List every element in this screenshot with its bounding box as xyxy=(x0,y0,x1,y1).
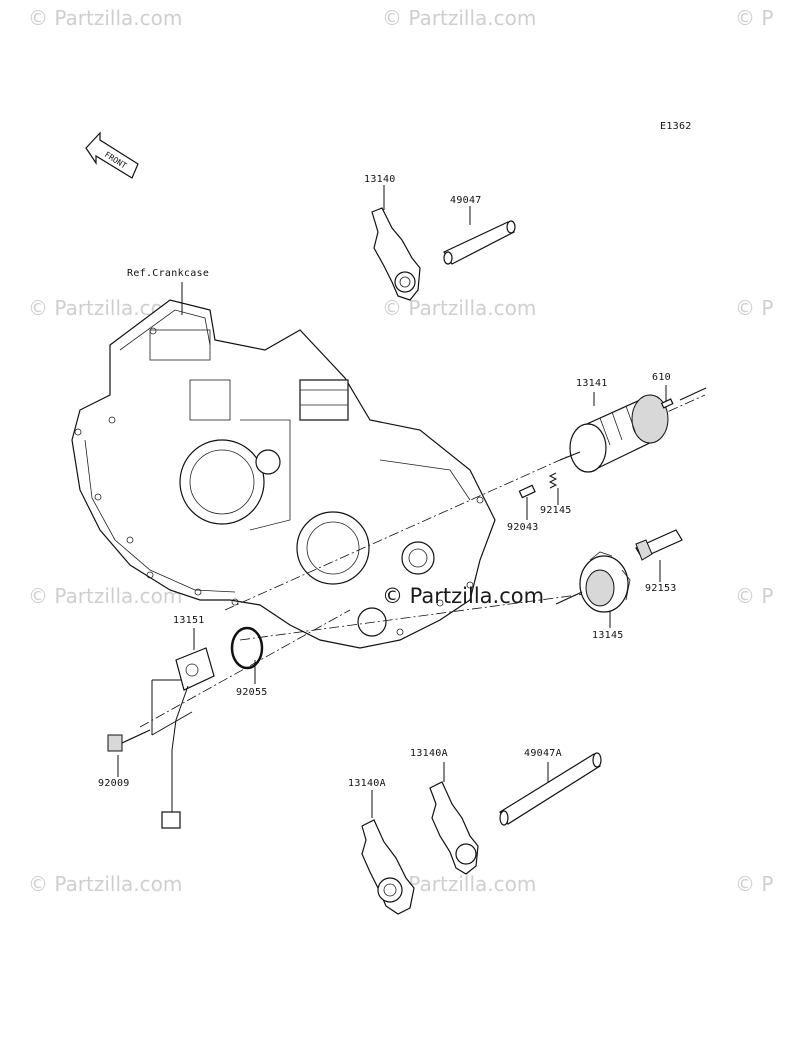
shift-cam-13145-drawing xyxy=(555,551,631,613)
shift-rod-49047A-drawing xyxy=(499,752,602,826)
watermark: © Partzilla.com xyxy=(28,6,183,30)
o-ring-92055-drawing xyxy=(230,626,264,670)
crankcase-drawing xyxy=(71,299,496,649)
watermark: © P xyxy=(735,6,774,30)
sensor-13151-drawing xyxy=(161,647,215,829)
pin-610-drawing xyxy=(660,398,674,409)
shift-fork-13140-drawing xyxy=(371,207,421,301)
watermark: © Partzilla.com xyxy=(28,872,183,896)
diagram-code: E1362 xyxy=(660,121,692,132)
watermark: © P xyxy=(735,872,774,896)
part-label-13140[interactable]: 13140 xyxy=(364,174,396,185)
watermark: © Partzilla.com xyxy=(382,6,537,30)
watermark: © P xyxy=(735,584,774,608)
pin-92043-drawing xyxy=(518,484,536,499)
spring-92145-drawing xyxy=(548,472,558,489)
part-label-13151[interactable]: 13151 xyxy=(173,615,205,626)
part-label-610[interactable]: 610 xyxy=(652,372,671,383)
part-label-13141[interactable]: 13141 xyxy=(576,378,608,389)
front-arrow-icon: FRONT xyxy=(85,131,139,179)
watermark: © Partzilla.com xyxy=(382,296,537,320)
part-label-92145[interactable]: 92145 xyxy=(540,505,572,516)
reference-label: Ref.Crankcase xyxy=(127,268,210,279)
part-label-92009[interactable]: 92009 xyxy=(98,778,130,789)
shift-rod-49047-drawing xyxy=(443,220,516,265)
shift-fork-13140A-top-drawing xyxy=(429,781,479,875)
part-label-92055[interactable]: 92055 xyxy=(236,687,268,698)
part-label-49047A[interactable]: 49047A xyxy=(524,748,562,759)
watermark-center: © Partzilla.com xyxy=(382,584,545,608)
part-label-13145[interactable]: 13145 xyxy=(592,630,624,641)
part-label-92043[interactable]: 92043 xyxy=(507,522,539,533)
axis-arrow-tip xyxy=(679,387,707,401)
watermark: © P xyxy=(735,296,774,320)
part-label-13140A-top[interactable]: 13140A xyxy=(410,748,448,759)
part-label-49047[interactable]: 49047 xyxy=(450,195,482,206)
part-label-13140A-left[interactable]: 13140A xyxy=(348,778,386,789)
connector-drawing xyxy=(161,811,181,829)
shift-drum-13141-drawing xyxy=(559,394,669,473)
watermark: © Partzilla.com xyxy=(28,584,183,608)
bolt-92153-drawing xyxy=(635,529,683,561)
shift-fork-13140A-left-drawing xyxy=(361,819,415,915)
part-label-92153[interactable]: 92153 xyxy=(645,583,677,594)
bolt-92009-drawing xyxy=(107,729,151,752)
